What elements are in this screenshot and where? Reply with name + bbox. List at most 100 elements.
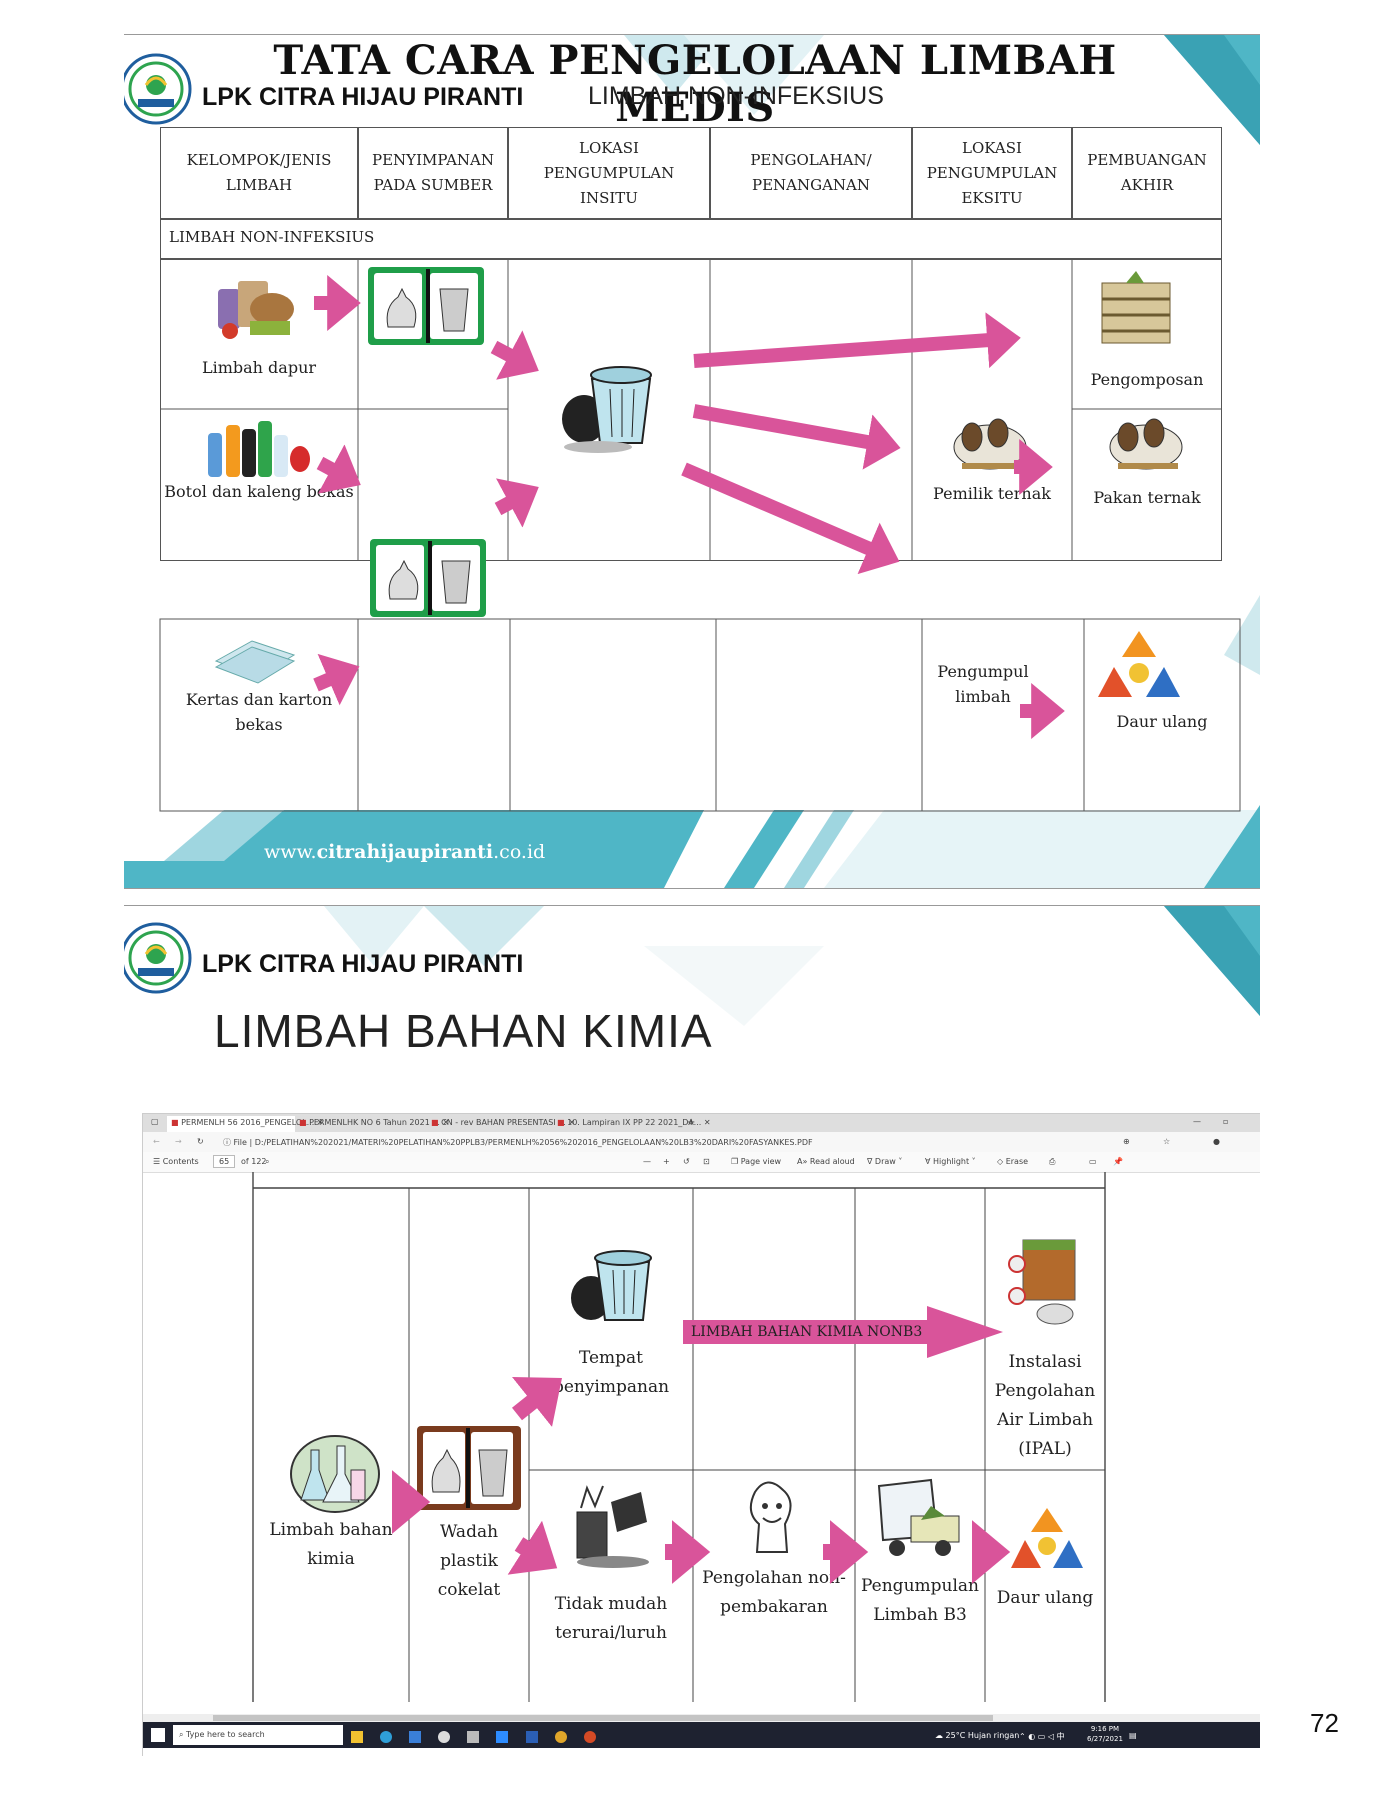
chrome-icon[interactable] xyxy=(554,1731,567,1743)
pdf-toolbar: ☰ Contents 65 of 122 ⌕ — + ↺ ⊡ ❐ Page vi… xyxy=(143,1152,1260,1173)
embedded-browser-screenshot: ▢ ■ PERMENLH 56 2016_PENGELOL... ✕ ■ PER… xyxy=(142,1113,1260,1756)
label-brown-plastic-bag: Wadah plastik cokelat xyxy=(437,1522,501,1600)
windows-taskbar: ⌕ Type here to search ☁ 25°C Hujan ringa… xyxy=(143,1722,1260,1748)
cattle-icon xyxy=(953,418,1027,470)
clock-date: 6/27/2021 xyxy=(1087,1735,1123,1743)
address-prefix: File xyxy=(233,1138,247,1147)
brand-name: LPK CITRA HIJAU PIRANTI xyxy=(202,950,524,978)
minimize-button[interactable]: — xyxy=(1193,1117,1201,1126)
restore-button[interactable]: ▫ xyxy=(1223,1117,1229,1126)
forward-icon[interactable]: → xyxy=(175,1137,182,1146)
notifications-icon[interactable]: ▤ xyxy=(1129,1731,1137,1740)
page-number: 72 xyxy=(1310,1708,1339,1738)
browser-tab[interactable]: ■ PERMENLHK NO 6 Tahun 2021 ... ✕ xyxy=(299,1118,450,1127)
horizontal-scrollbar[interactable] xyxy=(143,1714,1260,1722)
label-chemical-waste: Limbah bahan kimia xyxy=(269,1520,393,1569)
label-b3-collection: Pengumpulan Limbah B3 xyxy=(861,1576,979,1625)
label-animal-feed: Pakan ternak xyxy=(1093,488,1201,507)
non-incineration-icon xyxy=(749,1481,792,1553)
info-icon: ⓘ xyxy=(223,1138,231,1147)
website-suffix: .co.id xyxy=(493,841,546,863)
read-aloud-button[interactable]: A» Read aloud xyxy=(797,1157,855,1166)
tool-label: Page view xyxy=(740,1157,782,1166)
tab-title: PERMENLH 56 2016_PENGELOL... xyxy=(181,1118,315,1127)
flow-arrows xyxy=(391,1306,1011,1584)
erase-button[interactable]: ◇ Erase xyxy=(997,1157,1029,1166)
slide-decor-top xyxy=(324,906,1260,1026)
recycle-icon xyxy=(1011,1508,1083,1568)
favorite-icon[interactable]: ☆ xyxy=(1163,1137,1171,1146)
browser-tab[interactable]: ■ CN - rev BAHAN PRESENTASI ... ✕ xyxy=(431,1118,576,1127)
label-compost: Pengomposan xyxy=(1090,370,1204,389)
back-icon[interactable]: ← xyxy=(153,1137,160,1146)
browser-address-bar: ← → ↻ ⓘ File | D:/PELATIHAN%202021/MATER… xyxy=(143,1132,1260,1152)
zoom-in-icon[interactable]: + xyxy=(663,1157,670,1166)
new-tab-button[interactable]: + xyxy=(687,1117,696,1128)
address-input[interactable]: ⓘ File | D:/PELATIHAN%202021/MATERI%20PE… xyxy=(223,1138,813,1147)
label-paper-cardboard: Kertas dan karton bekas xyxy=(185,690,333,734)
clock-time: 9:16 PM xyxy=(1090,1725,1120,1733)
search-icon[interactable]: ⌕ xyxy=(265,1157,270,1166)
slide-title: TATA CARA PENGELOLAAN LIMBAH MEDIS xyxy=(273,37,1117,131)
scrollbar-thumb[interactable] xyxy=(213,1715,993,1721)
mail-icon[interactable] xyxy=(409,1731,422,1743)
page-view-button[interactable]: ❐ Page view xyxy=(731,1157,782,1166)
arrow-label-nonb3: LIMBAH BAHAN KIMIA NONB3 xyxy=(691,1324,923,1340)
start-button[interactable] xyxy=(151,1728,165,1742)
tool-label: Erase xyxy=(1005,1157,1029,1166)
slide-non-infectious: LPK CITRA HIJAU PIRANTI TATA CARA PENGEL… xyxy=(124,34,1260,889)
section-row: LIMBAH NON-INFEKSIUS xyxy=(160,219,1222,259)
word-icon[interactable] xyxy=(525,1731,538,1743)
highlight-button[interactable]: ∀ Highlight ˅ xyxy=(925,1157,976,1166)
pin-icon[interactable]: 📌 xyxy=(1113,1157,1123,1166)
label-recycle: Daur ulang xyxy=(996,1588,1094,1608)
tool-label: Highlight xyxy=(933,1157,970,1166)
tool-label: Read aloud xyxy=(809,1157,855,1166)
draw-button[interactable]: ∇ Draw ˅ xyxy=(867,1157,903,1166)
contents-button[interactable]: ☰ Contents xyxy=(153,1157,199,1166)
save-icon[interactable]: ▭ xyxy=(1089,1157,1097,1166)
zoom-icon[interactable]: ⊕ xyxy=(1123,1137,1130,1146)
profile-icon[interactable]: ● xyxy=(1213,1137,1220,1146)
flow-arrows xyxy=(313,275,1065,739)
browser-tab-strip: ▢ ■ PERMENLH 56 2016_PENGELOL... ✕ ■ PER… xyxy=(143,1114,1260,1132)
label-bottles-cans: Botol dan kaleng bekas xyxy=(164,482,354,501)
lpk-logo-icon xyxy=(124,53,192,125)
zoom-icon[interactable] xyxy=(496,1731,509,1743)
website-link[interactable]: www.citrahijaupiranti.co.id xyxy=(264,841,545,863)
slide-chemical-waste: LPK CITRA HIJAU PIRANTI LIMBAH BAHAN KIM… xyxy=(124,905,1260,1756)
header-cell: PENGOLAHAN/ PENANGANAN xyxy=(710,127,912,219)
fit-page-icon[interactable]: ⊡ xyxy=(703,1157,710,1166)
zoom-out-icon[interactable]: — xyxy=(643,1157,651,1166)
clock[interactable]: 9:16 PM 6/27/2021 xyxy=(1087,1724,1123,1744)
taskbar-search[interactable]: ⌕ Type here to search xyxy=(173,1725,343,1745)
page-total: of 122 xyxy=(241,1157,267,1166)
tab-title: PERMENLHK NO 6 Tahun 2021 ... xyxy=(309,1118,440,1127)
label-recycle: Daur ulang xyxy=(1116,712,1208,731)
kitchen-waste-icon xyxy=(218,281,294,339)
powerpoint-icon[interactable] xyxy=(583,1731,596,1743)
label-storage-place: Tempat penyimpanan xyxy=(552,1348,670,1397)
slide-decor-top xyxy=(124,35,1260,888)
weather-widget[interactable]: ☁ 25°C Hujan ringan xyxy=(935,1731,1020,1740)
arrow-nonb3 xyxy=(683,1306,1003,1358)
cattle-icon xyxy=(1109,418,1183,470)
browser-tab[interactable]: ■ 10. Lampiran IX PP 22 2021_DA... ✕ xyxy=(557,1118,711,1127)
recycle-icon xyxy=(1098,631,1180,697)
tray-icons[interactable]: ⌃ ◐ ▭ ◁ 中 xyxy=(1019,1732,1065,1741)
pen-app-icon[interactable] xyxy=(467,1731,480,1743)
trash-can-icon xyxy=(562,366,652,453)
xbox-icon[interactable] xyxy=(438,1731,451,1743)
rotate-icon[interactable]: ↺ xyxy=(683,1157,690,1166)
search-placeholder: Type here to search xyxy=(186,1730,265,1739)
window-menu-icon[interactable]: ▢ xyxy=(151,1117,159,1126)
non-degradable-icon xyxy=(576,1485,649,1568)
file-explorer-icon[interactable] xyxy=(351,1731,363,1743)
print-icon[interactable]: ⎙ xyxy=(1049,1157,1056,1166)
slide-title: LIMBAH BAHAN KIMIA xyxy=(214,1005,713,1057)
edge-icon[interactable] xyxy=(380,1731,393,1743)
refresh-icon[interactable]: ↻ xyxy=(197,1137,204,1146)
page-number-input[interactable]: 65 xyxy=(213,1155,236,1168)
chemical-flasks-icon xyxy=(290,1435,380,1513)
address-url: D:/PELATIHAN%202021/MATERI%20PELATIHAN%2… xyxy=(254,1138,813,1147)
